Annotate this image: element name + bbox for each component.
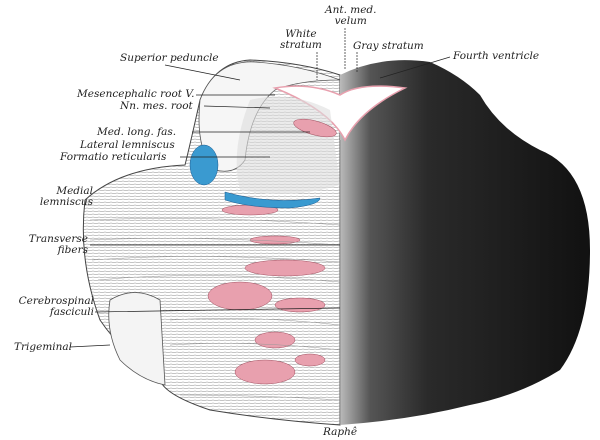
label-lateral-lemniscus: Lateral lemniscus — [80, 139, 175, 151]
label-white-stratum: White stratum — [280, 29, 322, 51]
label-gray-stratum: Gray stratum — [353, 40, 424, 52]
label-line: stratum — [280, 39, 322, 51]
label-line: fasciculi — [49, 306, 94, 318]
label-superior-peduncle: Superior peduncle — [120, 52, 219, 64]
label-raphe: Raphê — [323, 426, 358, 438]
trigeminal-nerve — [108, 292, 166, 386]
label-trigeminal: Trigeminal — [14, 341, 73, 353]
label-line: fibers — [57, 244, 88, 256]
leader-lines — [69, 28, 451, 348]
label-transverse-fibers: Transverse fibers — [20, 234, 88, 256]
label-formatio-reticularis: Formatio reticularis — [60, 151, 167, 163]
label-cerebrospinal-fasciculi: Cerebrospinal fasciculi — [2, 296, 94, 318]
label-medial-lemniscus: Medial lemniscus — [30, 186, 93, 208]
label-fourth-ventricle: Fourth ventricle — [453, 50, 540, 62]
label-line: lemniscus — [39, 196, 93, 208]
label-line: White — [285, 28, 317, 40]
label-nn-mes-root: Nn. mes. root — [120, 100, 193, 112]
label-line: Transverse — [28, 233, 88, 245]
pons-right-half — [340, 60, 590, 426]
label-line: Cerebrospinal — [18, 295, 94, 307]
label-line: velum — [334, 15, 367, 27]
label-line: Ant. med. — [325, 4, 377, 16]
medial-lemniscus-blue — [189, 144, 321, 209]
label-ant-med-velum: Ant. med. velum — [325, 5, 376, 27]
label-med-long-fas: Med. long. fas. — [97, 126, 177, 138]
label-line: Medial — [56, 185, 93, 197]
label-mesencephalic-root: Mesencephalic root V. — [77, 88, 195, 100]
